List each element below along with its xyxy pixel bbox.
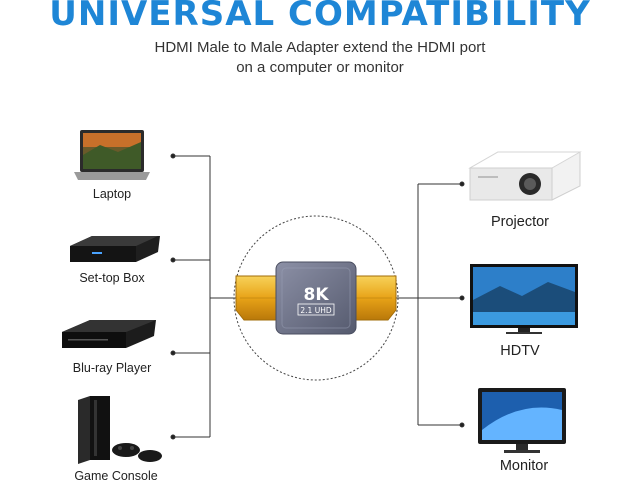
game-console-icon [78,396,162,464]
laptop-icon [74,130,150,180]
page-subtitle: HDMI Male to Male Adapter extend the HDM… [0,38,640,78]
hdmi-adapter-image [235,261,397,335]
set-top-box-icon [70,236,160,262]
device-label-set-top-box: Set-top Box [79,271,145,285]
blu-ray-player-icon [62,320,156,348]
device-label-laptop: Laptop [92,187,132,201]
projector-icon [468,151,582,201]
device-label-projector: Projector [490,214,550,230]
subtitle-line-1: HDMI Male to Male Adapter extend the HDM… [154,39,486,56]
left-connector-lines [170,153,236,440]
hdtv-icon [470,264,578,334]
adapter-highlight-circle [233,215,399,381]
page-title: UNIVERSAL COMPATIBILITY [49,0,591,34]
adapter-badge-uhd: 2.1 UHD [300,306,331,315]
subtitle-line-2: on a computer or monitor [236,59,404,76]
monitor-icon [478,388,566,453]
right-connector-lines [396,181,465,428]
adapter-badge-8k: 8K [303,285,329,305]
device-label-hdtv: HDTV [500,343,540,359]
device-label-game-console: Game Console [74,469,158,483]
device-label-blu-ray-player: Blu-ray Player [72,361,152,375]
device-label-monitor: Monitor [499,458,549,474]
